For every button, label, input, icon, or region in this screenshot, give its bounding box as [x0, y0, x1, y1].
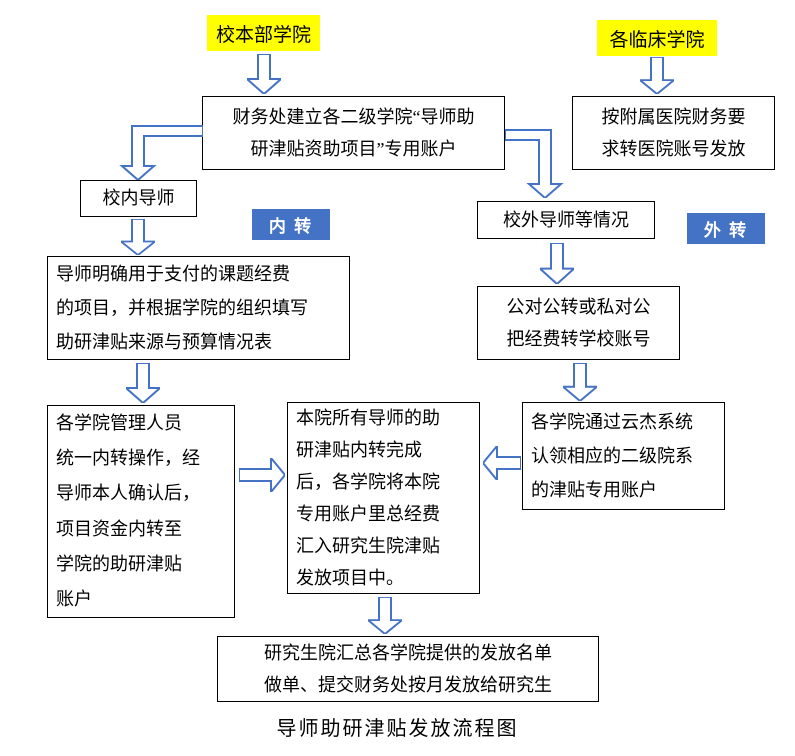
node-external-tutor: 校外导师等情况	[477, 201, 655, 239]
node-public-transfer: 公对公转或私对公 把经费转学校账号	[477, 286, 680, 360]
arrow-right-admin-to-pool	[239, 458, 285, 492]
arrow-down-pool-to-grad	[368, 597, 402, 634]
node-tutor-budget: 导师明确用于支付的课题经费 的项目，并根据学院的组织填写 助研津贴来源与预算情况…	[47, 256, 350, 360]
flowchart-caption: 导师助研津贴发放流程图	[276, 718, 519, 740]
arrow-down-campus-to-finance	[247, 54, 281, 94]
node-grad-school: 研究生院汇总各学院提供的发放名单 做单、提交财务处按月发放给研究生	[217, 636, 599, 702]
arrow-down-public-to-yunjie	[563, 363, 597, 401]
node-finance-account: 财务处建立各二级学院“导师助 研津贴资助项目”专用账户	[202, 96, 505, 170]
elbow-arrow-finance-to-external	[505, 129, 564, 198]
arrow-down-external-to-public	[540, 243, 574, 284]
label-external-transfer: 外 转	[687, 213, 765, 244]
arrow-down-clinical-to-hospital	[640, 57, 674, 94]
node-yunjie-system: 各学院通过云杰系统 认领相应的二级院系 的津贴专用账户	[522, 402, 725, 510]
label-internal-transfer: 内 转	[252, 209, 330, 240]
node-hospital-transfer: 按附属医院财务要 求转医院账号发放	[572, 96, 775, 170]
node-internal-tutor: 校内导师	[80, 180, 197, 217]
elbow-arrow-finance-to-internal	[119, 125, 203, 180]
node-college-admin: 各学院管理人员 统一内转操作，经 导师本人确认后， 项目资金内转至 学院的助研津…	[47, 405, 235, 618]
node-college-pool: 本院所有导师的助 研津贴内转完成 后，各学院将本院 专用账户里总经费 汇入研究生…	[287, 402, 480, 594]
arrow-down-internal-to-budget	[121, 219, 155, 255]
node-clinical-colleges: 各临床学院	[597, 20, 717, 56]
node-campus-colleges: 校本部学院	[207, 15, 320, 51]
arrow-down-budget-to-admin	[126, 363, 160, 403]
arrow-left-yunjie-to-pool	[483, 446, 521, 480]
